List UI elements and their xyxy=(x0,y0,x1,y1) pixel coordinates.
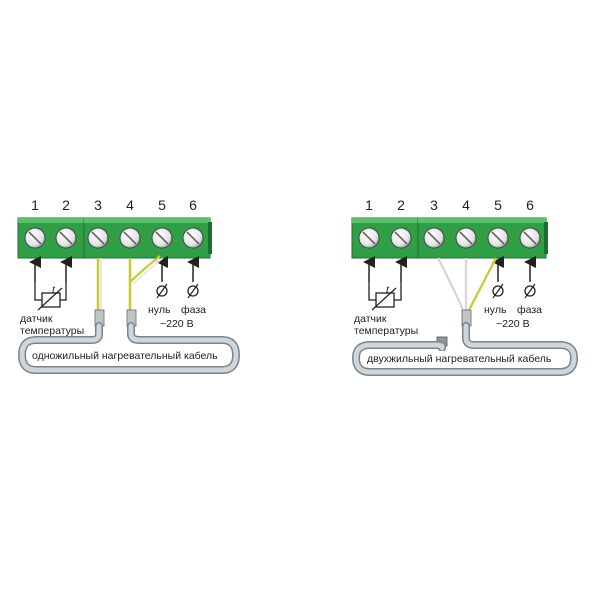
neutral-terminal-icon xyxy=(492,283,504,299)
thermistor-symbol-label: t xyxy=(52,284,56,296)
screw-terminal-6 xyxy=(182,227,204,249)
screw-terminal-2 xyxy=(390,227,412,249)
thermistor-symbol-label: t xyxy=(386,284,390,296)
terminal-number-4: 4 xyxy=(126,197,134,213)
voltage-label: ~220 В xyxy=(496,318,530,330)
terminal-number-4: 4 xyxy=(462,197,470,213)
neutral-label: нуль xyxy=(148,304,171,316)
cable-label: одножильный нагревательный кабель xyxy=(32,350,218,362)
voltage-label: ~220 В xyxy=(160,318,194,330)
cable-label: двухжильный нагревательный кабель xyxy=(367,353,552,365)
neutral-terminal-icon xyxy=(156,283,168,299)
screw-terminal-1 xyxy=(24,227,46,249)
screw-terminal-6 xyxy=(519,227,541,249)
screw-terminal-3 xyxy=(87,227,109,249)
phase-label: фаза xyxy=(517,304,542,316)
terminal-number-1: 1 xyxy=(365,197,373,213)
neutral-label: нуль xyxy=(484,304,507,316)
terminal-number-2: 2 xyxy=(397,197,405,213)
terminal-number-3: 3 xyxy=(94,197,102,213)
terminal-number-3: 3 xyxy=(430,197,438,213)
terminal-number-2: 2 xyxy=(62,197,70,213)
single-core-heating-cable: одножильный нагревательный кабель xyxy=(18,309,240,374)
screw-terminal-3 xyxy=(423,227,445,249)
terminal-number-5: 5 xyxy=(158,197,166,213)
screw-terminal-2 xyxy=(55,227,77,249)
terminal-number-1: 1 xyxy=(31,197,39,213)
phase-terminal-icon xyxy=(187,283,199,299)
screw-terminal-5 xyxy=(151,227,173,249)
twin-core-heating-cable: двухжильный нагревательный кабель xyxy=(352,309,578,376)
screw-terminal-1 xyxy=(358,227,380,249)
terminal-number-6: 6 xyxy=(189,197,197,213)
sensor-label-line2: температуры xyxy=(20,325,84,337)
diagram-twin-core: 1 2 3 4 5 6 t датчик температуры xyxy=(351,197,578,376)
screw-terminal-4 xyxy=(119,227,141,249)
heating-cable-wires xyxy=(96,255,164,312)
sensor-label-line1: датчик xyxy=(20,313,53,325)
terminal-number-6: 6 xyxy=(526,197,534,213)
terminal-number-5: 5 xyxy=(494,197,502,213)
screw-terminal-5 xyxy=(487,227,509,249)
thermistor-icon: t xyxy=(368,282,402,311)
screw-terminal-4 xyxy=(455,227,477,249)
heating-cable-wires xyxy=(436,257,498,313)
phase-label: фаза xyxy=(181,304,206,316)
sensor-label-line1: датчик xyxy=(354,313,387,325)
diagram-single-core: 1 2 3 4 5 6 t датчик xyxy=(17,197,240,374)
thermistor-icon: t xyxy=(34,282,67,311)
phase-terminal-icon xyxy=(524,283,536,299)
sensor-label-line2: температуры xyxy=(354,325,418,337)
